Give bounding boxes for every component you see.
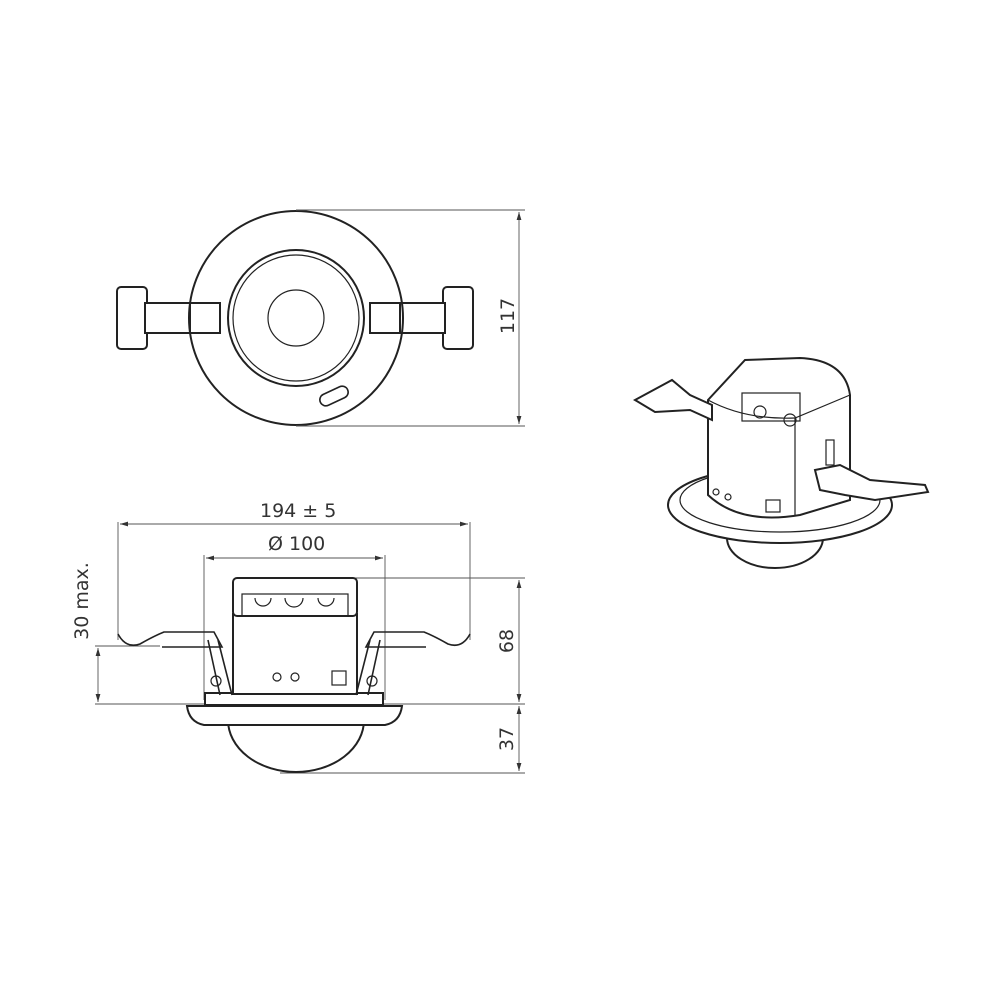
top-view <box>116 209 525 427</box>
dim-label-dome-height: 37 <box>496 726 519 752</box>
dim-label-height-top: 117 <box>497 297 520 335</box>
dim-label-ceiling-thickness: 30 max. <box>70 562 93 640</box>
dim-label-body-height: 68 <box>496 628 519 654</box>
dim-label-overall-width: 194 ± 5 <box>260 500 337 522</box>
dim-label-diameter: Ø 100 <box>268 533 326 555</box>
isometric-view <box>632 356 930 569</box>
side-view <box>95 521 525 774</box>
